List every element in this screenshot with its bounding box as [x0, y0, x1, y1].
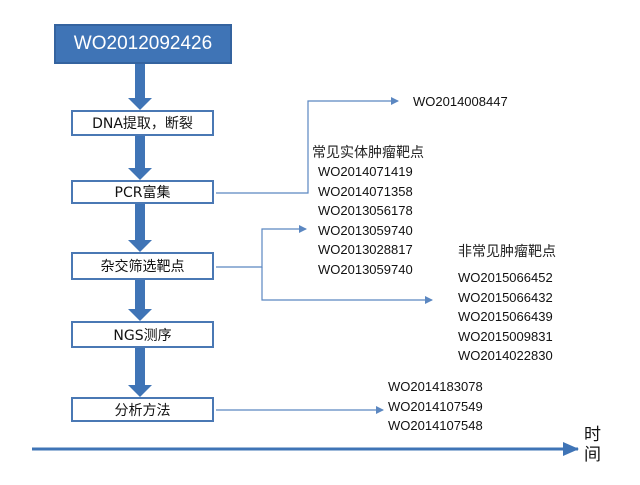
time-label: 时 间 — [584, 425, 601, 465]
time-label-char: 时 — [584, 425, 601, 445]
uncommon-target-item: WO2014022830 — [458, 348, 553, 363]
analysis-patent-item: WO2014107549 — [388, 398, 483, 414]
analysis-patent-item: WO2014107548 — [388, 418, 483, 433]
analysis-patent-item: WO2014183078 — [388, 379, 483, 394]
uncommon-target-item: WO2015066439 — [458, 309, 553, 324]
uncommon-target-item: WO2015066432 — [458, 289, 553, 305]
common-target-item: WO2013059740 — [318, 261, 413, 277]
common-target-item: WO2013056178 — [318, 203, 413, 218]
common-target-item: WO2014071419 — [318, 164, 413, 179]
flow-arrow-3 — [128, 204, 152, 252]
flow-arrow-1 — [128, 64, 152, 110]
flow-arrows — [128, 64, 152, 397]
pcr-connector — [216, 97, 399, 194]
flow-arrow-2 — [128, 136, 152, 180]
step-hybridization-capture: 杂交筛选靶点 — [71, 252, 214, 280]
common-target-connector — [216, 225, 307, 268]
common-targets-heading: 常见实体肿瘤靶点 — [312, 145, 424, 161]
uncommon-target-item: WO2015009831 — [458, 328, 553, 344]
step-pcr-enrichment: PCR富集 — [71, 180, 214, 204]
uncommon-target-connector — [261, 267, 433, 304]
uncommon-target-item: WO2015066452 — [458, 270, 553, 285]
step-dna-extraction: DNA提取，断裂 — [71, 110, 214, 136]
pcr-patent: WO2014008447 — [413, 94, 508, 109]
step-analysis-method: 分析方法 — [71, 397, 214, 422]
uncommon-targets-heading: 非常见肿瘤靶点 — [458, 244, 556, 260]
step-ngs-sequencing: NGS测序 — [71, 321, 214, 348]
time-label-char: 间 — [584, 445, 601, 465]
uncommon-targets-list: WO2015066452 WO2015066432 WO2015066439 W… — [458, 270, 553, 368]
origin-patent-box: WO2012092426 — [54, 24, 232, 64]
flow-arrow-4 — [128, 280, 152, 321]
common-target-item: WO2013028817 — [318, 242, 413, 257]
common-target-item: WO2013059740 — [318, 222, 413, 238]
analysis-patents-list: WO2014183078 WO2014107549 WO2014107548 — [388, 379, 483, 438]
common-targets-list: WO2014071419 WO2014071358 WO2013056178 W… — [318, 164, 413, 281]
common-target-item: WO2014071358 — [318, 183, 413, 199]
flow-arrow-5 — [128, 348, 152, 397]
